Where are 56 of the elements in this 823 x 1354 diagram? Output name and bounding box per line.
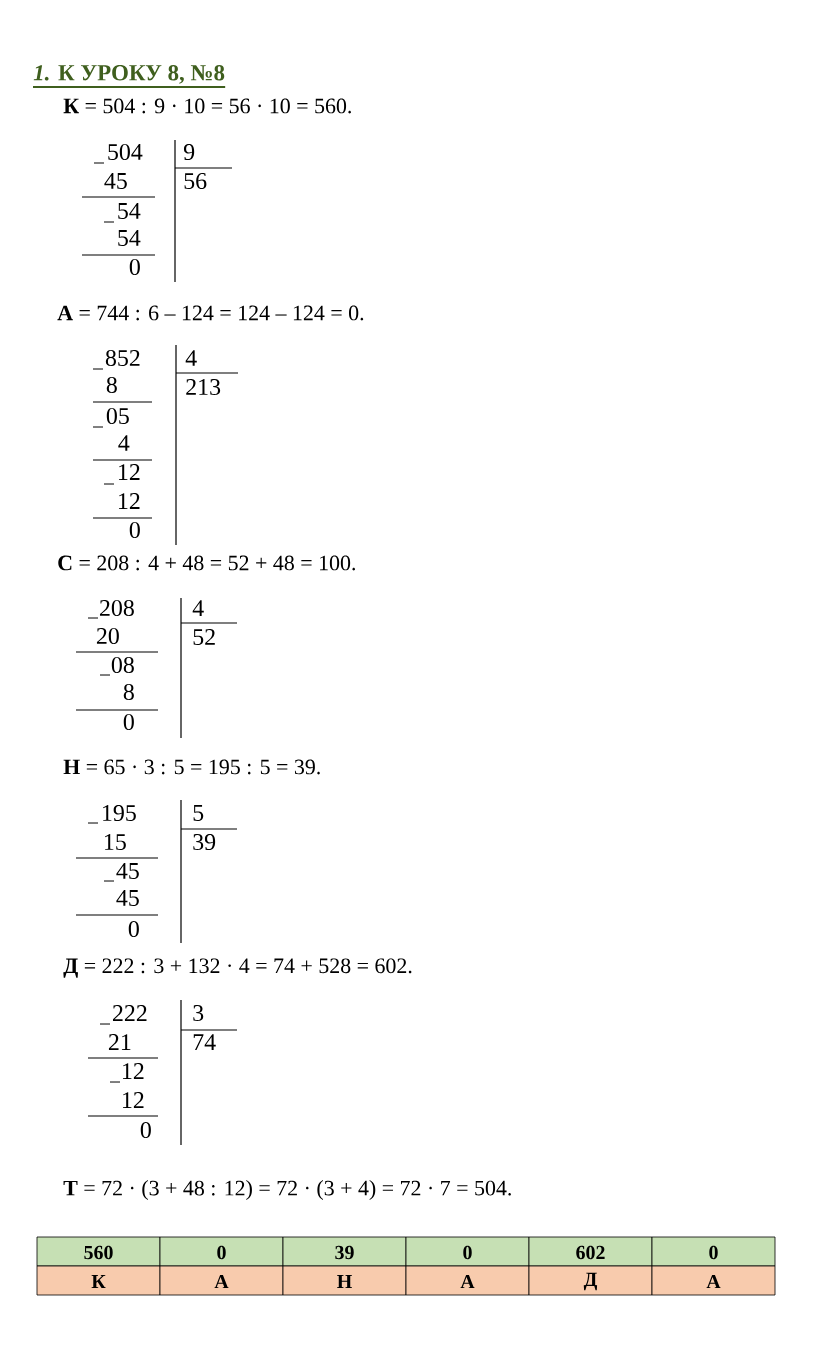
number: 39 <box>193 834 216 851</box>
number: 9 <box>183 143 195 161</box>
number: 56 <box>184 172 207 190</box>
table-cell: 0 <box>405 1236 530 1267</box>
number: 08 <box>111 656 134 674</box>
number: 15 <box>105 834 126 850</box>
number: 12 <box>123 1092 144 1108</box>
number: 54 <box>118 230 141 246</box>
number: 195 <box>103 805 136 822</box>
equation: Д = 222 : 3 + 132 · 4 = 74 + 528 = 602. <box>63 958 412 978</box>
number: 0 <box>129 258 140 276</box>
number: 05 <box>106 407 129 425</box>
number: 20 <box>96 627 119 645</box>
number: 54 <box>118 203 141 219</box>
number: 8 <box>123 683 134 701</box>
number: 504 <box>108 143 143 161</box>
table-cell: А <box>651 1265 776 1296</box>
number: 0 <box>129 521 140 539</box>
number: 12 <box>123 1063 144 1079</box>
table-cell: 602 <box>528 1236 653 1267</box>
number: 4 <box>185 350 197 366</box>
table-cell: 560 <box>36 1236 161 1267</box>
number: 45 <box>116 890 139 906</box>
number: 852 <box>105 349 140 367</box>
title: 1. К УРОКУ 8, №8 <box>33 65 225 84</box>
number: 52 <box>193 629 215 646</box>
equation: К = 504 : 9 · 10 = 56 · 10 = 560. <box>63 98 351 114</box>
table-cell: 39 <box>282 1236 407 1267</box>
number: 45 <box>104 173 127 189</box>
number: 12 <box>119 493 140 509</box>
table-cell: 0 <box>651 1236 776 1267</box>
table-cell: Н <box>282 1265 407 1296</box>
number: 208 <box>100 599 134 617</box>
number: 12 <box>119 464 140 480</box>
table-cell: 0 <box>159 1236 284 1267</box>
equation: С = 208 : 4 + 48 = 52 + 48 = 100. <box>58 555 355 571</box>
number: 5 <box>193 805 204 821</box>
table-cell: К <box>36 1265 161 1296</box>
equation: А = 744 : 6 – 124 = 124 – 124 = 0. <box>57 305 364 321</box>
equation: Т = 72 · (3 + 48 : 12) = 72 · (3 + 4) = 72 · 7 = 504. <box>63 1180 511 1200</box>
number: 213 <box>186 378 221 396</box>
number: 74 <box>193 1034 216 1050</box>
number: 0 <box>140 1121 151 1139</box>
number: 0 <box>123 713 134 731</box>
table-cell: А <box>159 1265 284 1296</box>
number: 0 <box>128 920 139 938</box>
equation: Н = 65 · 3 : 5 = 195 : 5 = 39. <box>63 759 320 775</box>
number: 21 <box>108 1034 131 1050</box>
number: 4 <box>192 600 204 616</box>
number: 8 <box>106 376 117 394</box>
number: 222 <box>113 1005 147 1021</box>
number: 45 <box>116 863 139 879</box>
table-cell: Д <box>528 1265 653 1296</box>
table-cell: А <box>405 1265 530 1296</box>
number: 3 <box>193 1005 204 1022</box>
number: 4 <box>118 435 130 451</box>
